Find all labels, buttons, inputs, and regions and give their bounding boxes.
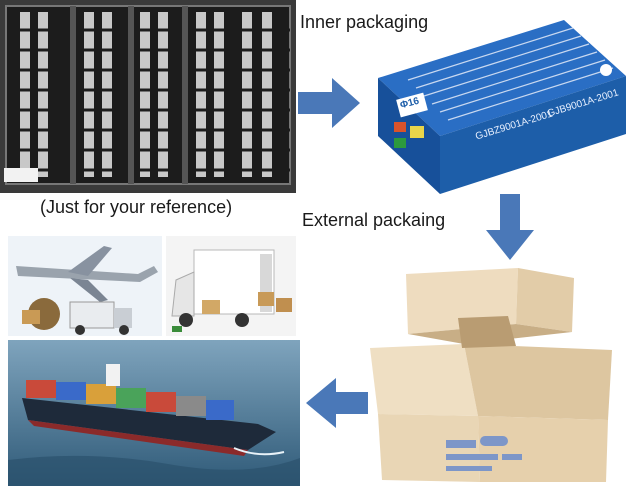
cargo-ship-illustration [8,340,300,486]
arrow-right-icon [298,78,360,128]
airplane-truck-illustration [8,236,162,336]
air-freight-photo [8,236,162,336]
truck-boxes-illustration [166,236,296,336]
blue-box-illustration [378,20,626,194]
arrow-left-icon [306,378,370,428]
road-freight-photo [166,236,296,336]
inner-packaging-label: Inner packaging [300,12,429,32]
sea-freight-photo [8,340,300,486]
arrow-down-icon [486,194,534,260]
reference-note: (Just for your reference) [40,197,233,217]
carton-box-photo [368,264,634,486]
components-tray-illustration [0,0,296,193]
carton-box-illustration [368,264,634,486]
inner-box-photo: Φ16 GJBZ9001A-2001 GJB9001A-2001 [368,18,630,196]
components-tray-photo [0,0,296,193]
external-packaging-label: External packaing [302,210,446,230]
